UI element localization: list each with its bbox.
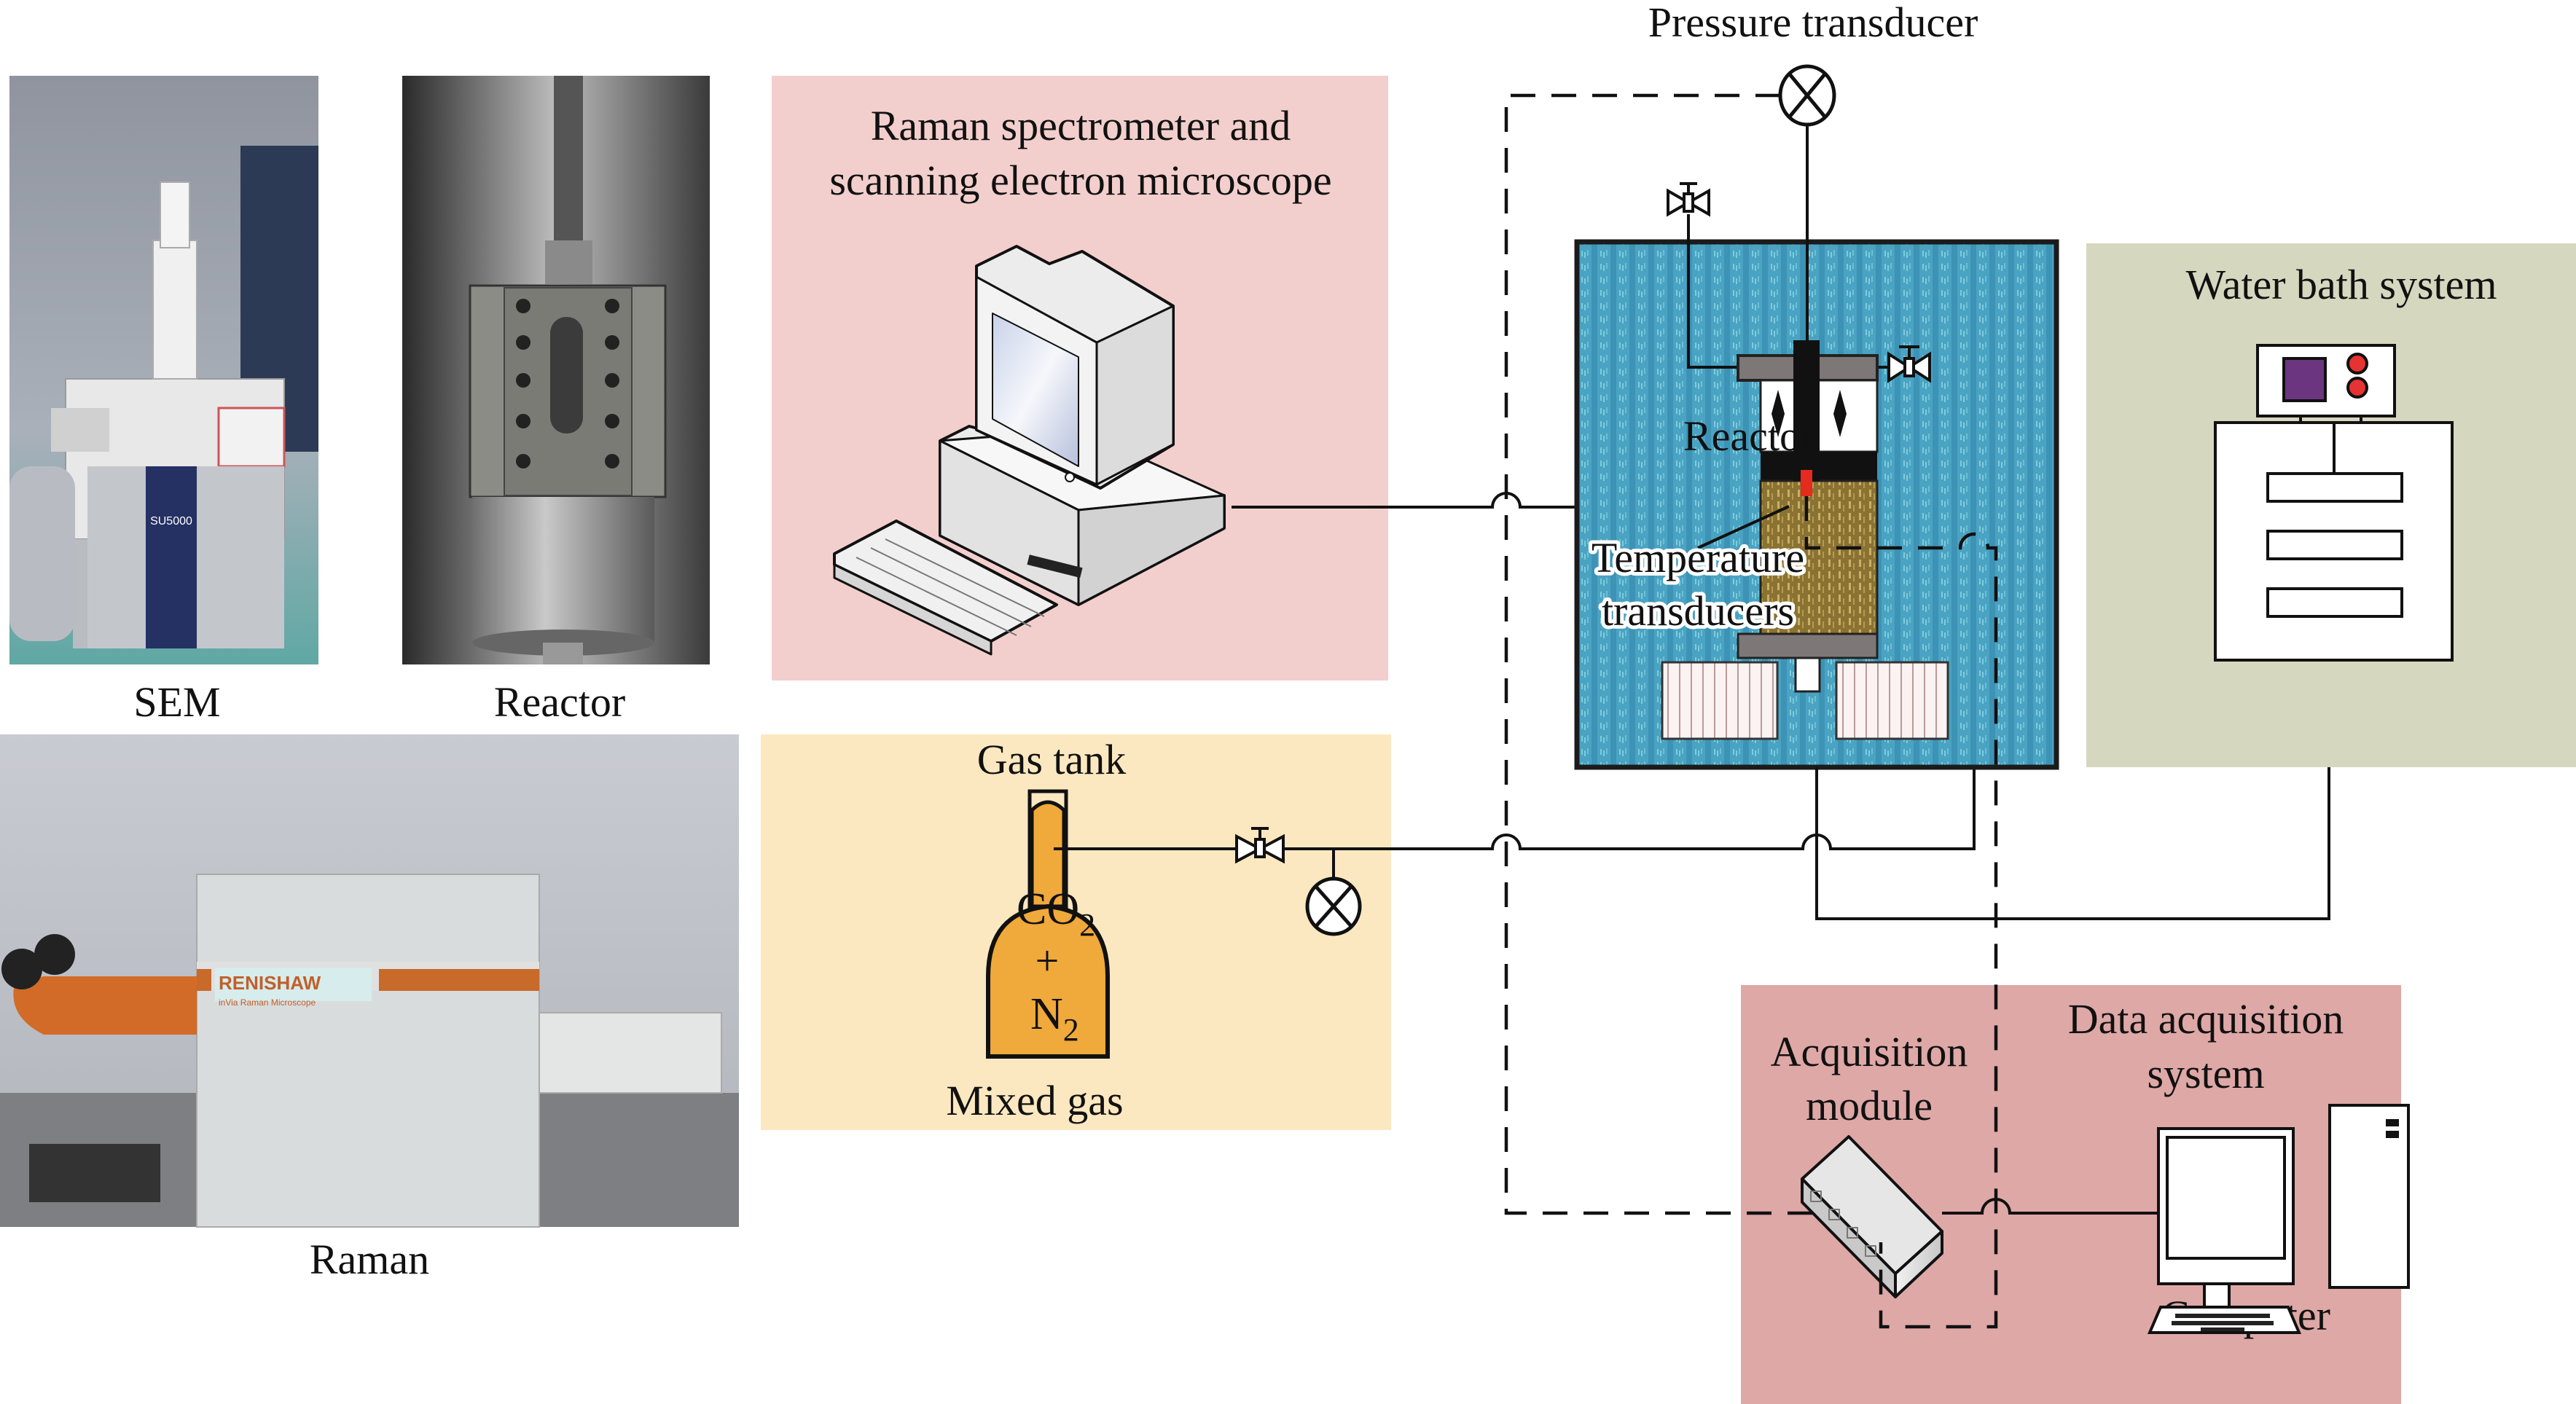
- acquisition-module-label-line2: module: [1806, 1082, 1933, 1129]
- gas-cylinder-icon: [986, 789, 1110, 1059]
- sem-caption: SEM: [133, 678, 220, 726]
- vent-valve-icon[interactable]: [1667, 182, 1710, 217]
- raman-brand-subtext: inVia Raman Microscope: [219, 997, 316, 1008]
- heater-left: [1661, 661, 1779, 740]
- acquisition-module-icon: [1801, 1135, 1943, 1298]
- piston-rod: [1793, 340, 1820, 481]
- vent-line: [1687, 214, 1738, 369]
- pressure-transducer-label: Pressure transducer: [1648, 0, 1978, 46]
- gas-feed-line: [1054, 366, 1976, 850]
- desktop-computer-icon: [833, 245, 1226, 656]
- sem-brand-text: SU5000: [150, 515, 192, 528]
- water-bath-title: Water bath system: [2186, 261, 2497, 308]
- gas-formula-n2: N2: [1030, 989, 1079, 1048]
- water-circulation-line: [1815, 767, 2330, 920]
- sem-photo: SU5000: [9, 76, 318, 664]
- temperature-sensor: [1801, 470, 1812, 496]
- gas-formula-plus: +: [1036, 937, 1060, 984]
- reactor-vessel: [1661, 340, 1949, 740]
- inlet-valve-icon[interactable]: [1887, 345, 1931, 383]
- acquisition-module-label-line1: Acquisition: [1771, 1028, 1968, 1075]
- heater-right: [1835, 661, 1949, 740]
- gas-pressure-gauge-icon: [1305, 876, 1362, 936]
- acquisition-computer-icon: [2147, 1104, 2410, 1334]
- pressure-signal-line: [1504, 93, 1825, 1215]
- raman-brand-text: RENISHAW: [219, 972, 321, 994]
- temperature-label-line2: transducers: [1602, 587, 1794, 635]
- piston-direction-arrows: [1772, 390, 1847, 437]
- reactor-caption: Reactor: [494, 678, 625, 726]
- gas-valve-icon[interactable]: [1235, 827, 1285, 864]
- water-bath-unit-icon: [2214, 344, 2454, 662]
- raman-caption: Raman: [310, 1236, 429, 1283]
- temperature-leader-line: [1697, 505, 1790, 549]
- raman-photo: RENISHAW inVia Raman Microscope: [0, 734, 739, 1228]
- analysis-panel-title-line1: Raman spectrometer and: [871, 102, 1291, 149]
- gas-formula-co2: CO2: [1017, 885, 1095, 943]
- data-acquisition-label-line1: Data acquisition: [2068, 995, 2344, 1043]
- gas-tank-title: Gas tank: [977, 736, 1127, 783]
- data-acquisition-label-line2: system: [2147, 1050, 2264, 1097]
- temperature-label-line1: Temperature: [1592, 534, 1804, 581]
- reactor-label: Reactor: [1683, 412, 1814, 460]
- mixed-gas-caption: Mixed gas: [946, 1077, 1123, 1124]
- pressure-transducer-icon: [1778, 64, 1836, 127]
- temperature-signal-line: [1804, 496, 1998, 1329]
- analysis-panel-title-line2: scanning electron microscope: [829, 157, 1331, 204]
- reactor-photo: [402, 76, 710, 664]
